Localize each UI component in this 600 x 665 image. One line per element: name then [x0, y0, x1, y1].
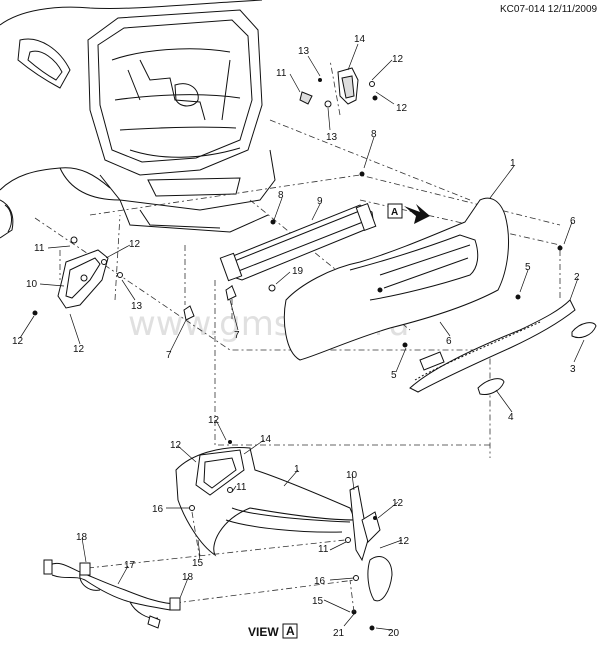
callout-10: 10 — [26, 279, 38, 290]
callout-18: 18 — [182, 572, 194, 583]
wiring-harness — [43, 559, 181, 629]
callout-16: 16 — [152, 504, 164, 515]
callout-7: 7 — [234, 330, 240, 341]
callout-13: 13 — [326, 132, 338, 143]
callout-12: 12 — [170, 440, 182, 451]
callout-15: 15 — [312, 596, 324, 607]
callout-12: 12 — [129, 239, 141, 250]
impact-bar — [183, 171, 377, 321]
callout-13: 13 — [298, 46, 310, 57]
callout-18: 18 — [76, 532, 88, 543]
bracket-upper-right — [299, 67, 378, 108]
view-a-bumper — [175, 440, 393, 631]
callout-12: 12 — [398, 536, 410, 547]
callout-12: 12 — [392, 498, 404, 509]
callout-15: 15 — [192, 558, 204, 569]
callout-7: 7 — [166, 350, 172, 361]
callout-6: 6 — [570, 216, 576, 227]
view-a-label: VIEW A — [248, 623, 298, 639]
bracket-left — [32, 236, 123, 316]
callout-12: 12 — [73, 344, 85, 355]
view-direction-letter: A — [391, 207, 398, 218]
callout-6: 6 — [446, 336, 452, 347]
callout-5: 5 — [525, 262, 531, 273]
callout-1: 1 — [294, 464, 300, 475]
callout-5: 5 — [391, 370, 397, 381]
view-direction-arrow: A — [387, 203, 430, 224]
reflector-right — [571, 322, 597, 339]
callout-16: 16 — [314, 576, 326, 587]
callout-21: 21 — [333, 628, 345, 639]
lower-fascia — [409, 299, 576, 393]
callout-12: 12 — [208, 415, 220, 426]
callout-8: 8 — [371, 129, 377, 140]
callout-leaders — [19, 43, 585, 631]
callout-10: 10 — [346, 470, 358, 481]
callout-14: 14 — [260, 434, 272, 445]
callout-13: 13 — [131, 301, 143, 312]
callout-9: 9 — [317, 196, 323, 207]
callout-12: 12 — [396, 103, 408, 114]
diagram-code: KC07-014 12/11/2009 — [500, 4, 598, 15]
callout-11: 11 — [34, 243, 45, 254]
leader-lines-bottom — [87, 511, 356, 613]
callout-2: 2 — [574, 272, 580, 283]
callout-12: 12 — [392, 54, 404, 65]
callout-17: 17 — [124, 560, 136, 571]
callout-4: 4 — [508, 412, 514, 423]
view-label-prefix: VIEW — [248, 625, 279, 639]
callout-14: 14 — [354, 34, 366, 45]
callout-20: 20 — [388, 628, 400, 639]
callout-8: 8 — [278, 190, 284, 201]
callout-11: 11 — [318, 544, 329, 555]
callout-numbers: 13 14 12 11 12 13 8 1 8 9 6 11 12 10 13 … — [12, 34, 580, 639]
reflector-left — [477, 378, 505, 395]
view-label-letter: A — [286, 624, 295, 638]
vehicle-body-rear — [0, 0, 276, 239]
bumper-fascia — [283, 197, 563, 361]
callout-1: 1 — [510, 158, 516, 169]
callout-12: 12 — [12, 336, 24, 347]
callout-3: 3 — [570, 364, 576, 375]
callout-11: 11 — [236, 482, 247, 493]
callout-19: 19 — [292, 266, 304, 277]
callout-11: 11 — [276, 68, 287, 79]
